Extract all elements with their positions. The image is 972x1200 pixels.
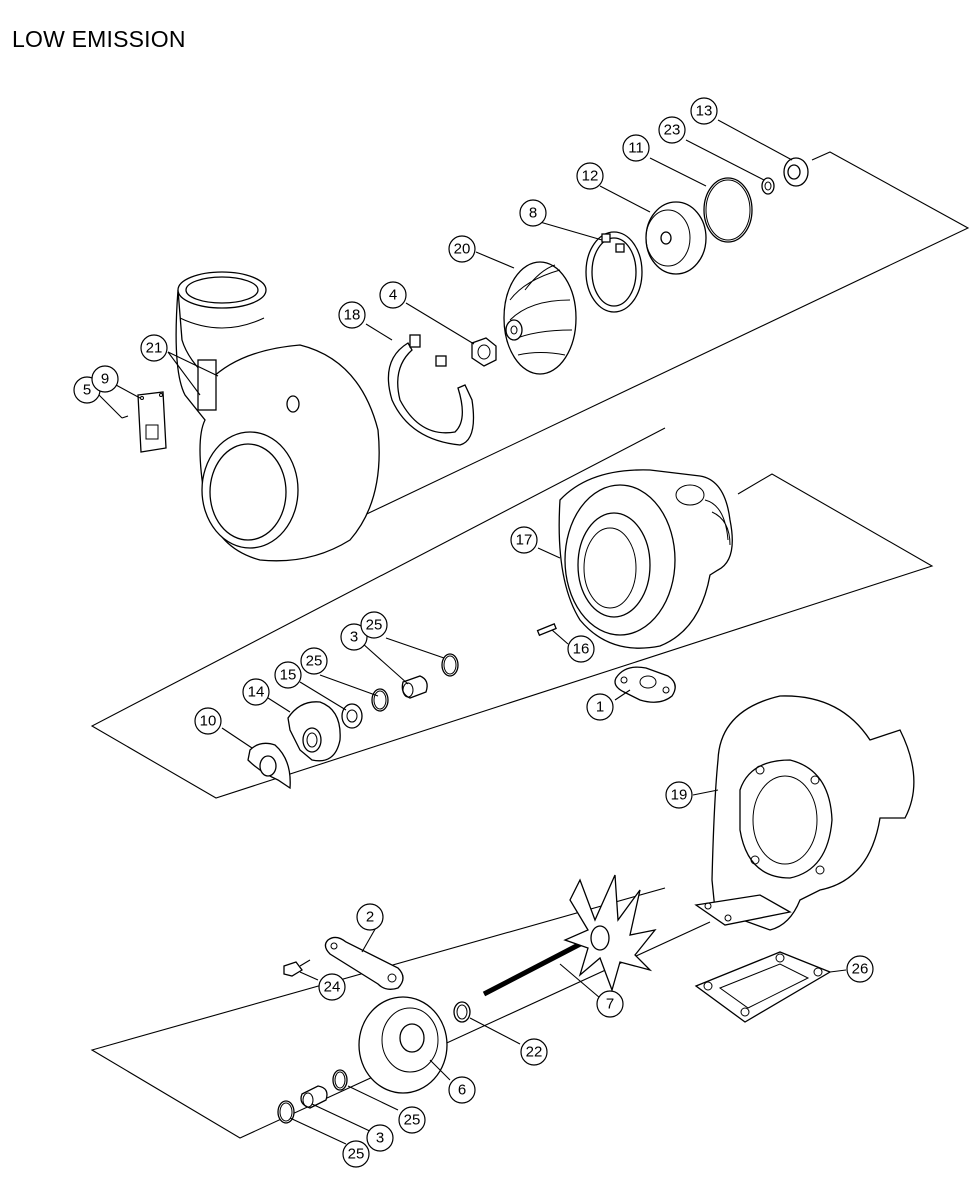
- callout-3-middle: 3: [340, 623, 368, 651]
- callout-15-label: 15: [280, 667, 297, 684]
- heat-shield: [358, 996, 448, 1094]
- callout-2-label: 2: [366, 909, 374, 926]
- callout-16: 16: [567, 635, 595, 663]
- callout-14: 14: [242, 678, 270, 706]
- callout-24: 24: [318, 973, 346, 1001]
- callout-22-label: 22: [526, 1044, 543, 1061]
- callout-18-label: 18: [344, 307, 361, 324]
- page-title: LOW EMISSION: [12, 26, 186, 52]
- callout-5-label: 5: [83, 382, 91, 399]
- callout-26-label: 26: [852, 961, 869, 978]
- callout-19-label: 19: [671, 787, 688, 804]
- callout-9: 9: [91, 365, 119, 393]
- oil-deflector: [247, 742, 291, 790]
- callout-6: 6: [448, 1076, 476, 1104]
- callout-10-label: 10: [200, 713, 217, 730]
- callout-16-label: 16: [573, 641, 590, 658]
- thrust-bearing: [287, 701, 341, 762]
- leader-lines: [95, 119, 847, 1145]
- callout-7: 7: [596, 990, 624, 1018]
- callout-20-label: 20: [454, 241, 471, 258]
- callout-19: 19: [665, 781, 693, 809]
- callout-8-label: 8: [529, 205, 537, 222]
- journal-bearing-middle: [401, 675, 428, 699]
- compressor-wheel: [503, 261, 577, 375]
- turbine-housing: [694, 695, 915, 931]
- snap-ring-upper: [585, 231, 643, 313]
- callout-6-label: 6: [458, 1082, 466, 1099]
- callout-4-label: 4: [389, 287, 397, 304]
- gasket-oil: [614, 666, 676, 703]
- callout-21-label: 21: [146, 340, 163, 357]
- callout-3-middle-label: 3: [350, 629, 358, 646]
- callout-22: 22: [520, 1038, 548, 1066]
- bearing-housing: [558, 469, 733, 649]
- seal-ring: [453, 1001, 471, 1023]
- callout-25-lower-a: 25: [398, 1106, 426, 1134]
- callout-1: 1: [586, 693, 614, 721]
- snap-ring-lower: [332, 1069, 348, 1091]
- callout-25-middle-b: 25: [300, 647, 328, 675]
- journal-bearing-lower: [300, 1085, 328, 1109]
- callout-26: 26: [846, 955, 874, 983]
- retaining-ring: [387, 334, 475, 446]
- callout-23-label: 23: [664, 122, 681, 139]
- callout-3-lower-label: 3: [376, 1130, 384, 1147]
- exhaust-gasket: [694, 951, 832, 1023]
- callout-9-label: 9: [101, 371, 109, 388]
- ring-and-sleeve: [761, 157, 809, 195]
- callout-10: 10: [194, 707, 222, 735]
- callout-18: 18: [338, 301, 366, 329]
- callout-25-middle-a-label: 25: [366, 617, 383, 634]
- callout-17-label: 17: [516, 532, 533, 549]
- callout-25-lower-a-label: 25: [404, 1112, 421, 1129]
- callout-1-label: 1: [596, 699, 604, 716]
- thrust-collar: [341, 703, 363, 729]
- callout-21: 21: [140, 334, 168, 362]
- insert: [645, 201, 707, 275]
- bolt: [283, 959, 311, 977]
- callout-7-label: 7: [606, 996, 614, 1013]
- callout-4: 4: [379, 281, 407, 309]
- callout-12-label: 12: [582, 168, 599, 185]
- callout-8: 8: [519, 199, 547, 227]
- callout-3-lower: 3: [366, 1124, 394, 1152]
- callout-25-middle-b-label: 25: [306, 653, 323, 670]
- snap-ring-middle-2: [371, 688, 389, 712]
- snap-ring-middle: [441, 653, 459, 677]
- o-ring: [703, 177, 753, 243]
- callout-20: 20: [448, 235, 476, 263]
- callout-25-middle-a: 25: [360, 611, 388, 639]
- callout-2: 2: [356, 903, 384, 931]
- nut: [471, 337, 497, 367]
- snap-ring-lower-2: [277, 1100, 295, 1124]
- callout-13: 13: [690, 97, 718, 125]
- compressor-housing: [175, 271, 380, 562]
- pin: [536, 623, 557, 637]
- turbine-wheel-shaft: [482, 874, 657, 997]
- callout-13-label: 13: [696, 103, 713, 120]
- callout-12: 12: [576, 162, 604, 190]
- nameplate: [121, 391, 167, 453]
- callout-25-lower-b: 25: [342, 1140, 370, 1168]
- callout-11-label: 11: [628, 140, 644, 157]
- clamp-plate: [324, 936, 404, 990]
- callout-23: 23: [658, 116, 686, 144]
- callout-11: 11: [622, 134, 650, 162]
- callout-15: 15: [274, 661, 302, 689]
- callout-17: 17: [510, 526, 538, 554]
- callout-24-label: 24: [324, 979, 341, 996]
- callout-14-label: 14: [248, 684, 265, 701]
- callout-25-lower-b-label: 25: [348, 1146, 365, 1163]
